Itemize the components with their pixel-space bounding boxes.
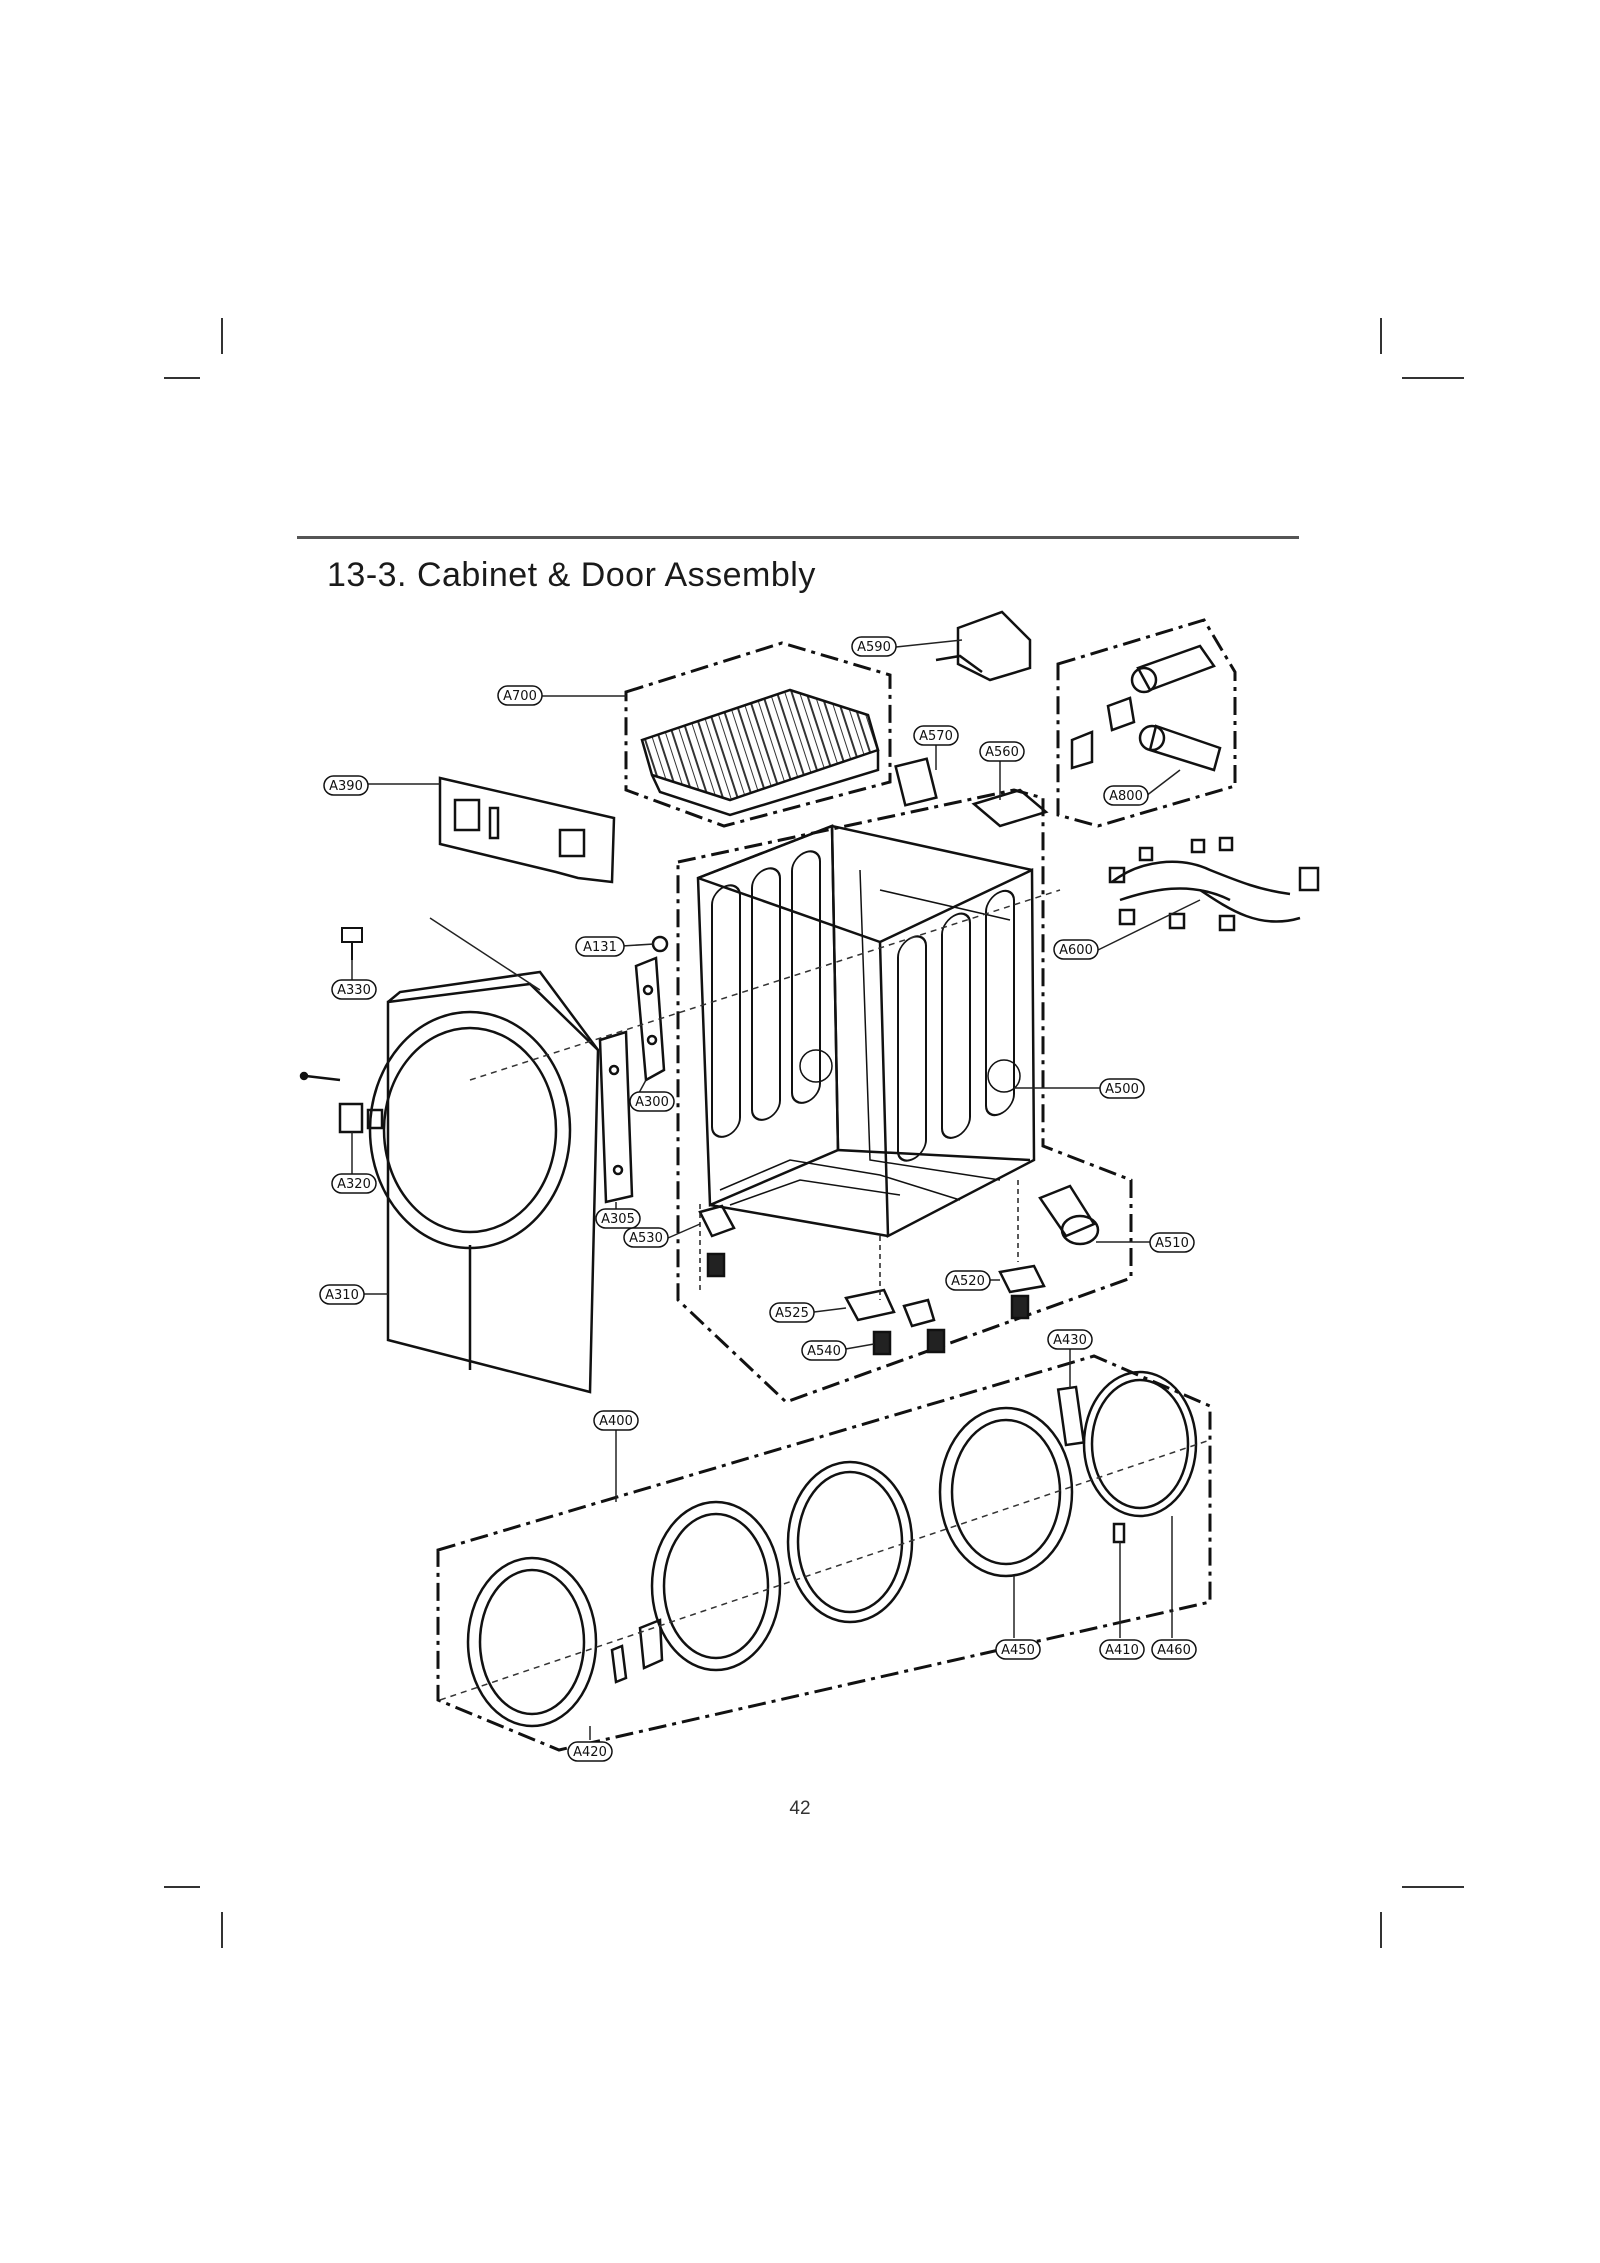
label-A390: A390 (323, 775, 369, 796)
svg-text:A300: A300 (635, 1095, 669, 1110)
door-ring-A450 (938, 1406, 1074, 1578)
label-A400: A400 (593, 1410, 639, 1431)
exhaust-stub-part-A510 (1038, 1184, 1100, 1246)
cabinet-body (696, 824, 1036, 1239)
page-number: 42 (789, 1798, 811, 1819)
rack-part-A700 (640, 688, 880, 817)
part-bubbles: A700 A590 A570 A560 A800 A390 A600 A131 … (319, 636, 1197, 1762)
hinge-bracket-part-A305 (598, 1030, 634, 1204)
grommet-part-A131 (651, 935, 669, 953)
door-group-boundary (436, 1354, 1212, 1752)
crop-mark-bottom-right-h (1402, 1886, 1464, 1888)
duct-group-boundary (1056, 618, 1237, 828)
svg-text:A420: A420 (573, 1745, 607, 1760)
door-axis (439, 1439, 1211, 1701)
svg-text:A800: A800 (1109, 789, 1143, 804)
fan-cover-part-A590 (935, 610, 1032, 682)
label-A600: A600 (1053, 939, 1099, 960)
svg-text:A560: A560 (985, 745, 1019, 760)
label-A540: A540 (801, 1340, 847, 1361)
label-A310: A310 (319, 1284, 365, 1305)
crop-mark-top-right-v (1380, 318, 1382, 354)
label-A450: A450 (995, 1639, 1041, 1660)
wire-harness-part-A600 (1108, 836, 1320, 932)
svg-text:A510: A510 (1155, 1236, 1189, 1251)
door-gasket-A460 (1082, 1370, 1198, 1518)
duct-parts-A800 (1070, 644, 1222, 772)
svg-text:A525: A525 (775, 1306, 809, 1321)
rack-group-boundary (624, 641, 892, 828)
label-A510: A510 (1149, 1232, 1195, 1253)
door-glass (786, 1460, 914, 1624)
label-A410: A410 (1099, 1639, 1145, 1660)
cabinet-left-panel (696, 824, 840, 1207)
svg-text:A530: A530 (629, 1231, 663, 1246)
crop-mark-top-left-h (164, 377, 200, 379)
svg-text:A460: A460 (1157, 1643, 1191, 1658)
label-A420: A420 (567, 1741, 613, 1762)
svg-text:A450: A450 (1001, 1643, 1035, 1658)
crop-mark-bottom-left-h (164, 1886, 200, 1888)
svg-text:A305: A305 (601, 1212, 635, 1227)
label-A300: A300 (629, 1091, 675, 1112)
svg-text:A500: A500 (1105, 1082, 1139, 1097)
crop-mark-bottom-right-v (1380, 1912, 1382, 1948)
svg-text:A320: A320 (337, 1177, 371, 1192)
door-rings (466, 1370, 1198, 1728)
label-A800: A800 (1103, 785, 1149, 806)
svg-text:A430: A430 (1053, 1333, 1087, 1348)
label-A320: A320 (331, 1173, 377, 1194)
label-A305: A305 (595, 1208, 641, 1229)
door-ring-A400 (650, 1500, 782, 1672)
switch-part-A330 (341, 927, 363, 960)
leader-lines (351, 639, 1201, 1740)
svg-text:A700: A700 (503, 689, 537, 704)
crop-mark-bottom-left-v (221, 1912, 223, 1948)
section-rule (297, 536, 1299, 539)
label-A530: A530 (623, 1227, 669, 1248)
door-lock-part-A320 (299, 1071, 384, 1134)
label-A590: A590 (851, 636, 897, 657)
label-A460: A460 (1151, 1639, 1197, 1660)
label-A131: A131 (575, 936, 625, 957)
label-A525: A525 (769, 1302, 815, 1323)
label-A700: A700 (497, 685, 543, 706)
svg-text:A570: A570 (919, 729, 953, 744)
crop-mark-top-left-v (221, 318, 223, 354)
duct-part-A560 (971, 788, 1049, 828)
svg-text:A310: A310 (325, 1288, 359, 1303)
svg-text:A330: A330 (337, 983, 371, 998)
front-panel-part-A310 (368, 970, 600, 1394)
section-title: 13-3. Cabinet & Door Assembly (327, 556, 816, 594)
cabinet-front-panel (878, 868, 1036, 1239)
svg-text:A390: A390 (329, 779, 363, 794)
label-A570: A570 (913, 725, 959, 746)
label-A330: A330 (331, 979, 377, 1000)
svg-text:A520: A520 (951, 1274, 985, 1289)
svg-text:A540: A540 (807, 1344, 841, 1359)
label-A500: A500 (1099, 1078, 1145, 1099)
door-ring-A420 (466, 1556, 598, 1728)
label-A560: A560 (979, 741, 1025, 762)
control-bracket-part-A390 (438, 776, 616, 884)
hinge-bracket-part-A300 (634, 956, 666, 1083)
label-A520: A520 (945, 1270, 991, 1291)
leg-bracket-A525 (844, 1288, 896, 1322)
leveling-feet (698, 1204, 1046, 1356)
leg-bracket-A520 (998, 1264, 1046, 1294)
svg-text:A400: A400 (599, 1414, 633, 1429)
label-A430: A430 (1047, 1329, 1093, 1350)
leg-bracket-A530 (698, 1204, 736, 1238)
svg-text:A410: A410 (1105, 1643, 1139, 1658)
crop-mark-top-right-h (1402, 377, 1464, 379)
svg-text:A590: A590 (857, 640, 891, 655)
svg-text:A600: A600 (1059, 943, 1093, 958)
svg-text:A131: A131 (583, 940, 617, 955)
bracket-part-A570 (894, 757, 938, 807)
